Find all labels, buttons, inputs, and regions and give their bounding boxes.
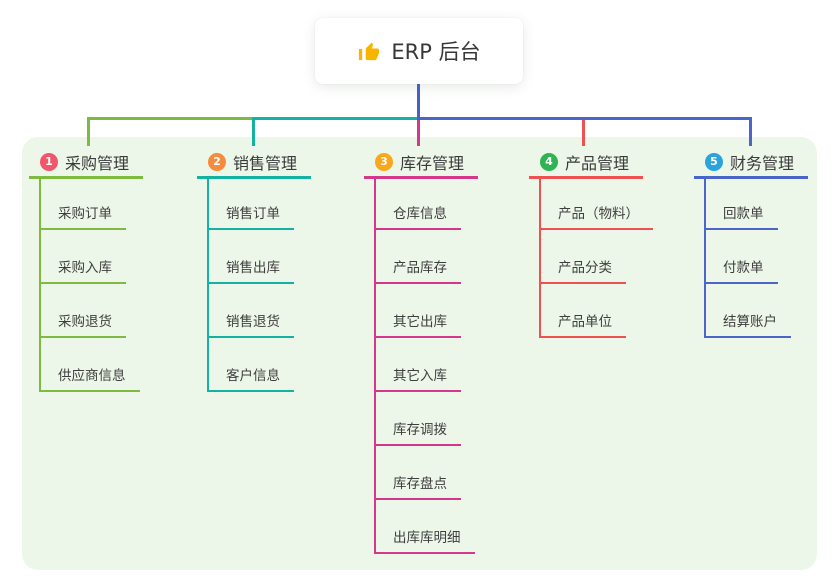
branch-1-children-line bbox=[39, 176, 41, 392]
branch-1-child-3[interactable]: 采购退货 bbox=[39, 302, 126, 338]
branch-3-child-7[interactable]: 出库库明细 bbox=[374, 518, 475, 554]
branch-2-number-badge: 2 bbox=[208, 152, 226, 171]
root-node-erp[interactable]: ERP 后台 bbox=[315, 18, 523, 84]
branch-2-child-4[interactable]: 客户信息 bbox=[207, 356, 294, 392]
branch-4-number-badge: 4 bbox=[540, 152, 558, 171]
branch-1-child-4[interactable]: 供应商信息 bbox=[39, 356, 140, 392]
branch-4-child-2[interactable]: 产品分类 bbox=[539, 248, 626, 284]
branch-2-connector-drop bbox=[252, 117, 255, 146]
branch-4-child-3[interactable]: 产品单位 bbox=[539, 302, 626, 338]
branch-5-child-1[interactable]: 回款单 bbox=[704, 194, 778, 230]
branch-3-child-2[interactable]: 产品库存 bbox=[374, 248, 461, 284]
branch-5-child-2[interactable]: 付款单 bbox=[704, 248, 778, 284]
branch-5-title: 财务管理 bbox=[730, 153, 795, 173]
branch-3-child-5[interactable]: 库存调拨 bbox=[374, 410, 461, 446]
branch-1-number-badge: 1 bbox=[40, 152, 58, 171]
branch-4-title: 产品管理 bbox=[565, 153, 630, 173]
branch-2-title: 销售管理 bbox=[233, 153, 298, 173]
branch-5-number-badge: 5 bbox=[705, 152, 723, 171]
thumbs-up-icon bbox=[357, 40, 380, 63]
branch-1-connector-drop bbox=[87, 117, 90, 146]
branch-3-child-4[interactable]: 其它入库 bbox=[374, 356, 461, 392]
connector-horizontal-mid bbox=[252, 117, 419, 120]
branch-4-children-line bbox=[539, 176, 541, 338]
branch-1-child-2[interactable]: 采购入库 bbox=[39, 248, 126, 284]
branch-3-title: 库存管理 bbox=[400, 153, 465, 173]
branches-panel bbox=[22, 137, 817, 570]
branch-4-connector-drop bbox=[582, 117, 585, 146]
branch-1-title: 采购管理 bbox=[65, 153, 130, 173]
branch-node-1[interactable]: 1 采购管理 bbox=[29, 147, 143, 179]
branch-2-child-1[interactable]: 销售订单 bbox=[207, 194, 294, 230]
branch-node-5[interactable]: 5 财务管理 bbox=[694, 147, 808, 179]
branch-2-child-3[interactable]: 销售退货 bbox=[207, 302, 294, 338]
branch-node-3[interactable]: 3 库存管理 bbox=[364, 147, 478, 179]
connector-horizontal-right bbox=[417, 117, 752, 120]
root-trunk-line bbox=[417, 84, 420, 120]
root-title: ERP 后台 bbox=[391, 40, 481, 64]
branch-3-child-3[interactable]: 其它出库 bbox=[374, 302, 461, 338]
branch-1-child-1[interactable]: 采购订单 bbox=[39, 194, 126, 230]
branch-5-child-3[interactable]: 结算账户 bbox=[704, 302, 791, 338]
branch-3-number-badge: 3 bbox=[375, 152, 393, 171]
branch-3-children-line bbox=[374, 176, 376, 554]
branch-2-child-2[interactable]: 销售出库 bbox=[207, 248, 294, 284]
branch-4-child-1[interactable]: 产品（物料） bbox=[539, 194, 653, 230]
branch-node-4[interactable]: 4 产品管理 bbox=[529, 147, 643, 179]
branch-5-connector-drop bbox=[749, 117, 752, 146]
branch-2-children-line bbox=[207, 176, 209, 392]
connector-horizontal-left bbox=[87, 117, 254, 120]
branch-3-child-1[interactable]: 仓库信息 bbox=[374, 194, 461, 230]
branch-3-connector-drop bbox=[417, 117, 420, 146]
branch-5-children-line bbox=[704, 176, 706, 338]
branch-3-child-6[interactable]: 库存盘点 bbox=[374, 464, 461, 500]
branch-node-2[interactable]: 2 销售管理 bbox=[197, 147, 311, 179]
